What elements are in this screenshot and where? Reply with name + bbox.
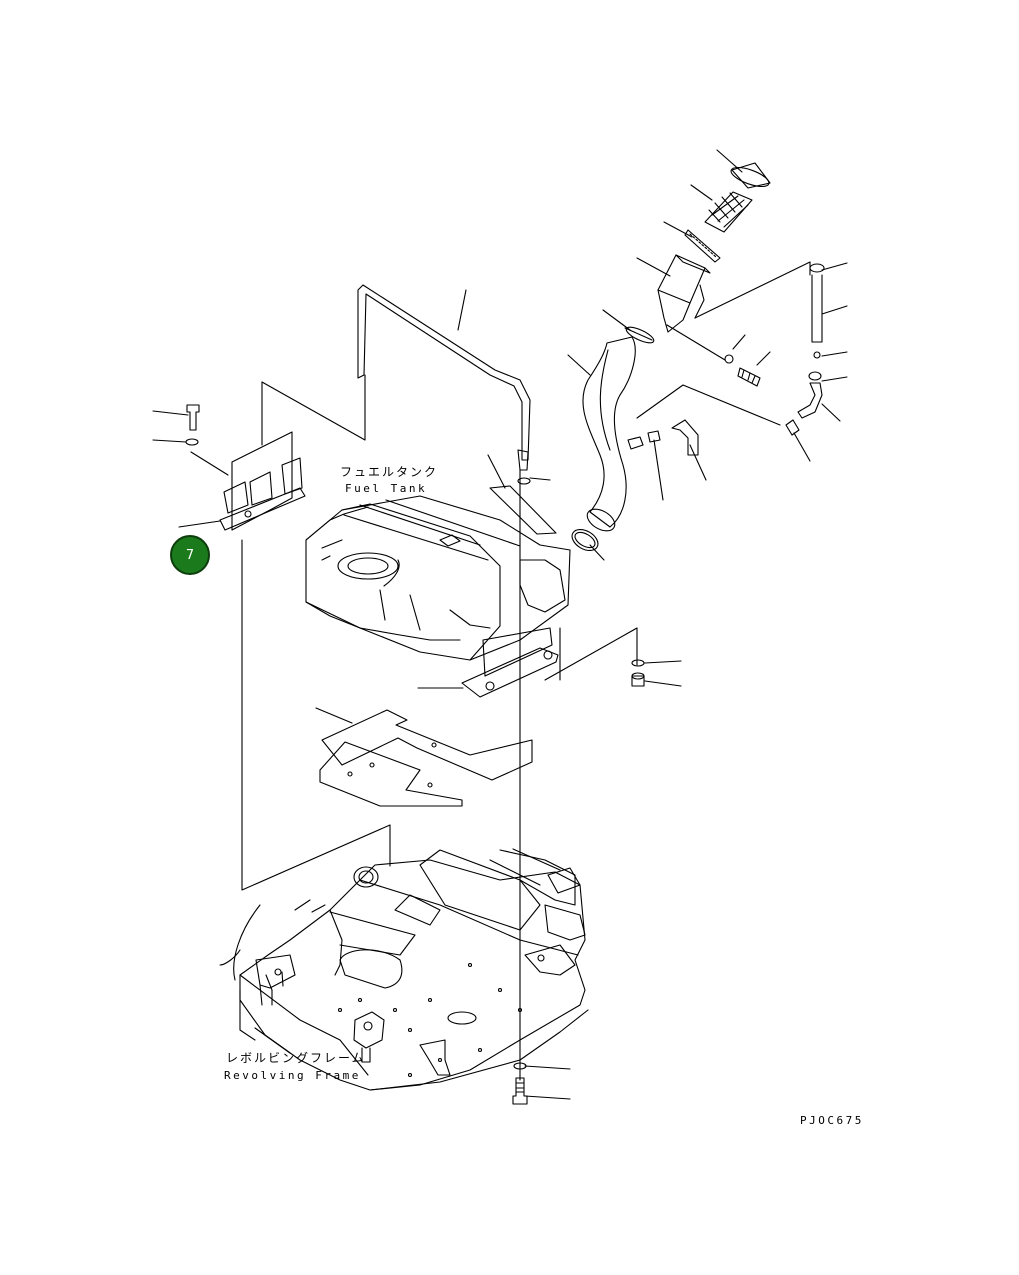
callout-badge[interactable]: 7 [170, 535, 210, 575]
cushion-pads [319, 709, 533, 807]
fuel-tank-label-jp: フュエルタンク [340, 465, 439, 479]
strainer [704, 191, 753, 233]
bolt-bottom [512, 1062, 528, 1105]
tank-bracket-right [461, 627, 559, 698]
revolving-frame-label-en: Revolving Frame [224, 1069, 361, 1082]
rubber-strip [489, 485, 557, 535]
revolving-frame [219, 849, 589, 1091]
callout-badge-text: 7 [185, 547, 195, 563]
revolving-frame-label-jp: レボルビングフレーム [226, 1051, 366, 1065]
filler-hose [582, 336, 636, 532]
tank-strap [357, 284, 531, 485]
filler-neck [657, 254, 711, 333]
elbow-fittings [627, 419, 699, 456]
connector-lines [190, 261, 811, 1081]
filler-cap [730, 162, 771, 189]
hose-clamp-upper [624, 326, 655, 344]
leader-lines [152, 149, 848, 1100]
tank-bracket-left [219, 431, 306, 531]
drawing-code: PJOC675 [800, 1114, 864, 1127]
breather-tube [785, 263, 825, 436]
fuel-tank-label-en: Fuel Tank [345, 482, 428, 495]
bolt-washer-small [724, 354, 761, 387]
hose-clamp-lower [571, 528, 599, 552]
fuel-tank [305, 495, 571, 661]
bolt-upper-left [185, 404, 200, 446]
gasket [684, 229, 721, 263]
washer-nut-right [631, 659, 645, 687]
